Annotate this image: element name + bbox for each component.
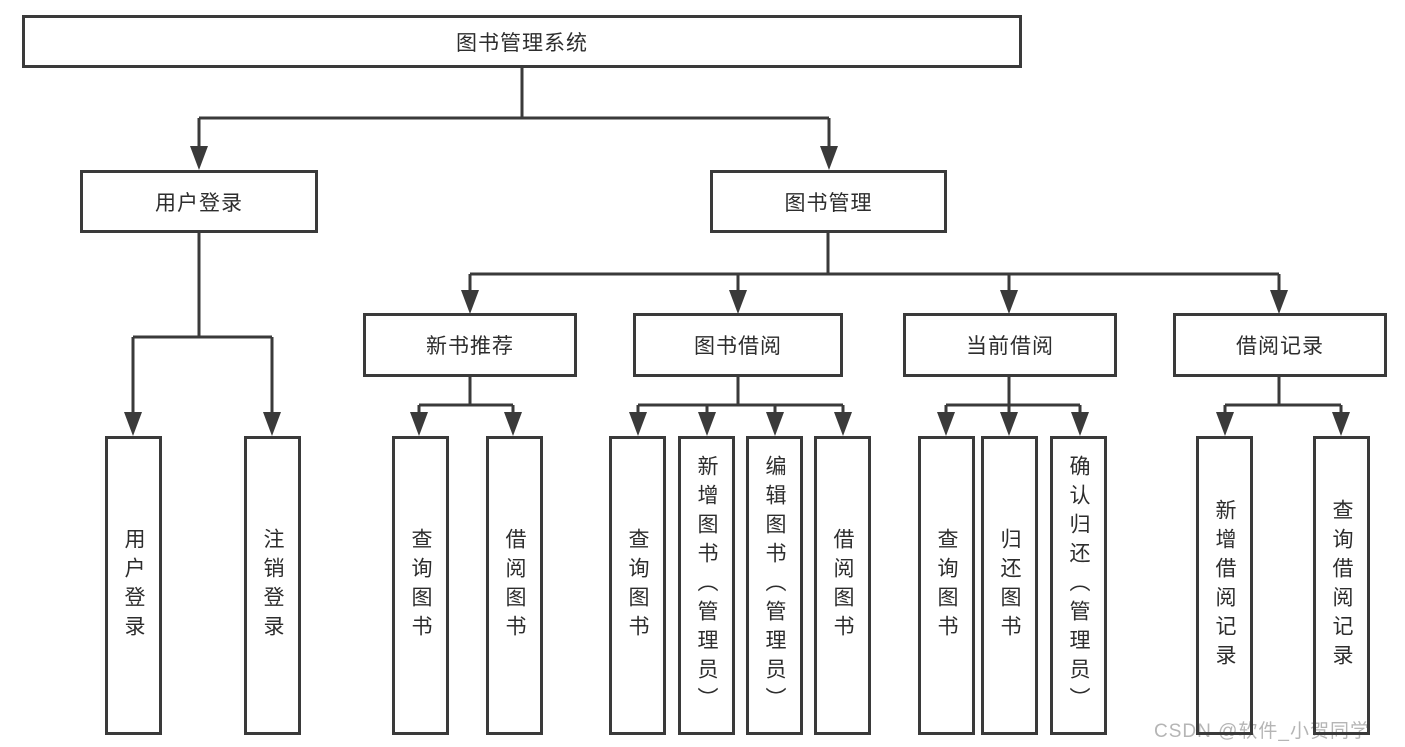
arrowhead-icons xyxy=(124,146,1350,436)
node-return-book-leaf: 归还图书 xyxy=(981,436,1038,735)
node-query-books-leaf-1: 查询图书 xyxy=(392,436,449,735)
node-query-books-leaf-2: 查询图书 xyxy=(609,436,666,735)
node-borrow-records: 借阅记录 xyxy=(1173,313,1387,377)
node-book-borrowing: 图书借阅 xyxy=(633,313,843,377)
node-new-book-recommend: 新书推荐 xyxy=(363,313,577,377)
node-borrow-books-leaf-1: 借阅图书 xyxy=(486,436,543,735)
node-confirm-return-admin-leaf: 确认归还（管理员） xyxy=(1050,436,1107,735)
node-book-management: 图书管理 xyxy=(710,170,947,233)
node-user-login-leaf: 用户登录 xyxy=(105,436,162,735)
node-query-borrow-record-leaf: 查询借阅记录 xyxy=(1313,436,1370,735)
node-query-books-leaf-3: 查询图书 xyxy=(918,436,975,735)
node-user-login: 用户登录 xyxy=(80,170,318,233)
node-add-borrow-record-leaf: 新增借阅记录 xyxy=(1196,436,1253,735)
node-add-book-admin-leaf: 新增图书（管理员） xyxy=(678,436,735,735)
node-current-borrowing: 当前借阅 xyxy=(903,313,1117,377)
tree-edges xyxy=(131,68,1343,412)
node-root-system: 图书管理系统 xyxy=(22,15,1022,68)
node-borrow-books-leaf-2: 借阅图书 xyxy=(814,436,871,735)
node-edit-book-admin-leaf: 编辑图书（管理员） xyxy=(746,436,803,735)
node-logout-leaf: 注销登录 xyxy=(244,436,301,735)
